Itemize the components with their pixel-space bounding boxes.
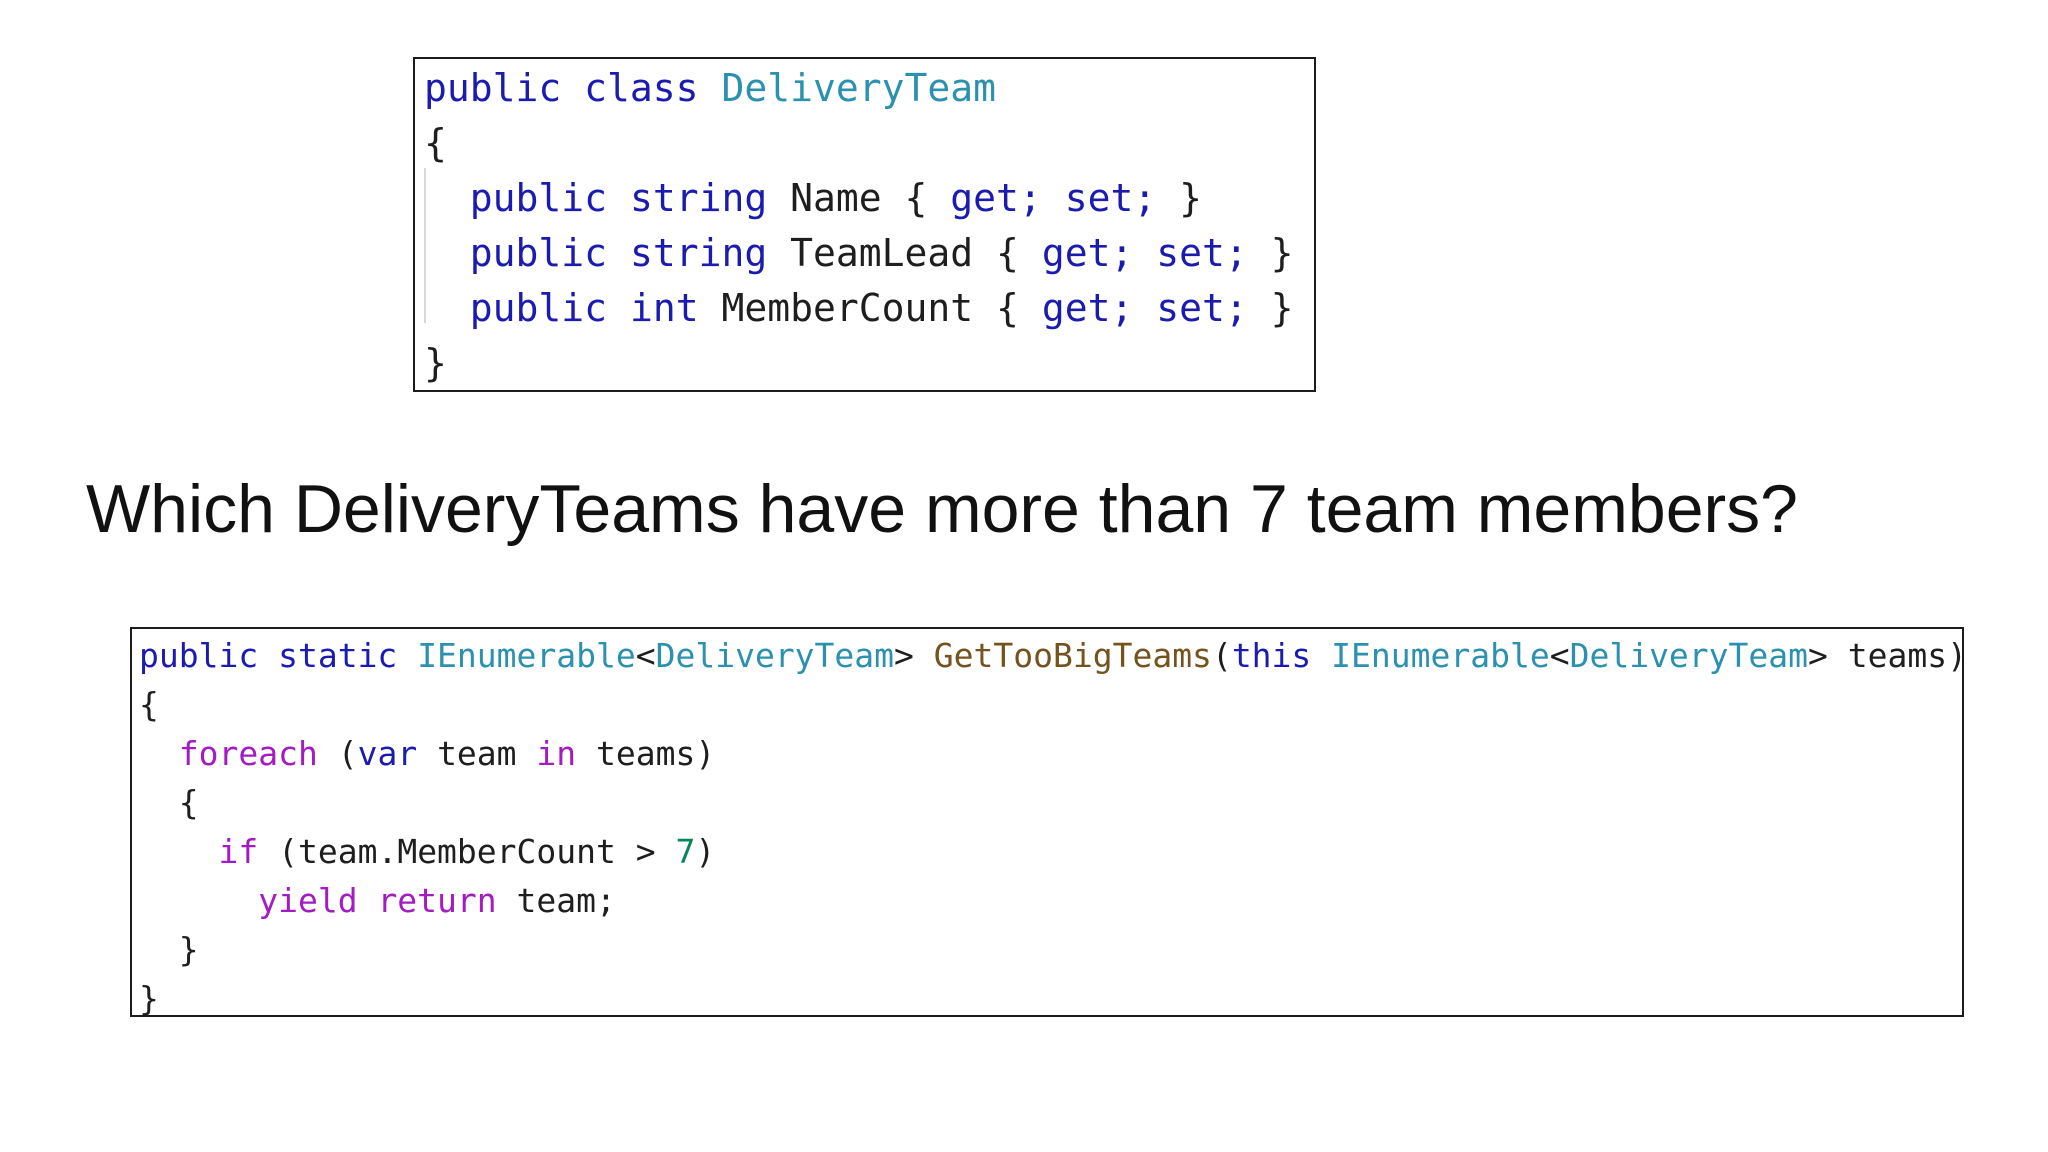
greater-than-operator: > — [635, 832, 656, 871]
keyword-if: if — [218, 832, 259, 871]
if-line: if (team.MemberCount > 7) — [139, 827, 1962, 876]
condition-expression: team.MemberCount — [297, 832, 616, 871]
generic-open: < — [635, 636, 656, 675]
param-name: teams — [1847, 636, 1948, 675]
property-name: TeamLead — [790, 231, 974, 275]
property-line-membercount: public int MemberCount { get; set; } — [424, 281, 1314, 336]
accessor-set: set; — [1156, 231, 1248, 275]
foreach-line: foreach (var team in teams) — [139, 729, 1962, 778]
accessor-get: get; — [950, 176, 1042, 220]
paren-close: ) — [695, 832, 716, 871]
keyword-in: in — [536, 734, 577, 773]
keyword-this: this — [1231, 636, 1312, 675]
inner-close-brace-line: } — [139, 925, 1962, 974]
accessor-close: } — [1179, 176, 1202, 220]
method-signature-line: public static IEnumerable<DeliveryTeam> … — [139, 631, 1967, 680]
param-type-arg: DeliveryTeam — [1569, 636, 1809, 675]
paren-open: ( — [278, 832, 298, 871]
inner-open-brace-line: { — [139, 778, 1962, 827]
keyword-type: int — [629, 286, 699, 330]
property-name: MemberCount — [721, 286, 974, 330]
paren-close: ) — [1947, 636, 1967, 675]
keyword-public: public — [424, 66, 562, 110]
open-brace: { — [424, 121, 447, 165]
class-declaration-line: public class DeliveryTeam — [424, 61, 1314, 116]
keyword-return: return — [377, 881, 497, 920]
generic-open: < — [1549, 636, 1570, 675]
keyword-public: public — [139, 636, 259, 675]
keyword-static: static — [278, 636, 398, 675]
return-type-arg: DeliveryTeam — [655, 636, 895, 675]
loop-collection: teams — [596, 734, 696, 773]
keyword-var: var — [357, 734, 418, 773]
open-brace: { — [139, 685, 159, 724]
keyword-public: public — [469, 231, 608, 275]
paren-close: ) — [695, 734, 716, 773]
method-name: GetTooBigTeams — [933, 636, 1212, 675]
paren-open: ( — [1211, 636, 1232, 675]
keyword-class: class — [584, 66, 699, 110]
keyword-foreach: foreach — [178, 734, 318, 773]
property-line-teamlead: public string TeamLead { get; set; } — [424, 226, 1314, 281]
accessor-get: get; — [1041, 286, 1134, 330]
loop-variable: team — [437, 734, 517, 773]
generic-close: > — [1808, 636, 1828, 675]
property-line-name: public string Name { get; set; } — [424, 171, 1314, 226]
accessor-close: } — [1270, 286, 1294, 330]
accessor-close: } — [1270, 231, 1294, 275]
close-brace: } — [139, 979, 159, 1018]
number-literal: 7 — [675, 832, 696, 871]
class-name: DeliveryTeam — [721, 66, 996, 110]
accessor-open: { — [996, 286, 1019, 330]
indent-guide — [424, 168, 426, 323]
inner-open-brace: { — [178, 783, 199, 822]
accessor-get: get; — [1041, 231, 1134, 275]
property-name: Name — [790, 176, 882, 220]
accessor-open: { — [904, 176, 928, 220]
method-code-snippet: public static IEnumerable<DeliveryTeam> … — [130, 627, 1967, 1018]
accessor-open: { — [996, 231, 1019, 275]
class-code-snippet: public class DeliveryTeam { public string… — [413, 57, 1316, 392]
param-interface: IEnumerable — [1331, 636, 1550, 675]
keyword-type: string — [629, 176, 768, 220]
yield-line: yield return team; — [139, 876, 1962, 925]
accessor-set: set; — [1156, 286, 1248, 330]
generic-close: > — [894, 636, 914, 675]
close-brace: } — [424, 341, 447, 385]
inner-close-brace: } — [178, 930, 199, 969]
return-interface: IEnumerable — [417, 636, 636, 675]
paren-open: ( — [337, 734, 358, 773]
keyword-type: string — [629, 231, 768, 275]
keyword-public: public — [469, 286, 608, 330]
keyword-yield: yield — [258, 881, 358, 920]
yield-value: team; — [516, 881, 616, 920]
question-heading: Which DeliveryTeams have more than 7 tea… — [86, 471, 1798, 547]
keyword-public: public — [469, 176, 608, 220]
accessor-set: set; — [1064, 176, 1157, 220]
